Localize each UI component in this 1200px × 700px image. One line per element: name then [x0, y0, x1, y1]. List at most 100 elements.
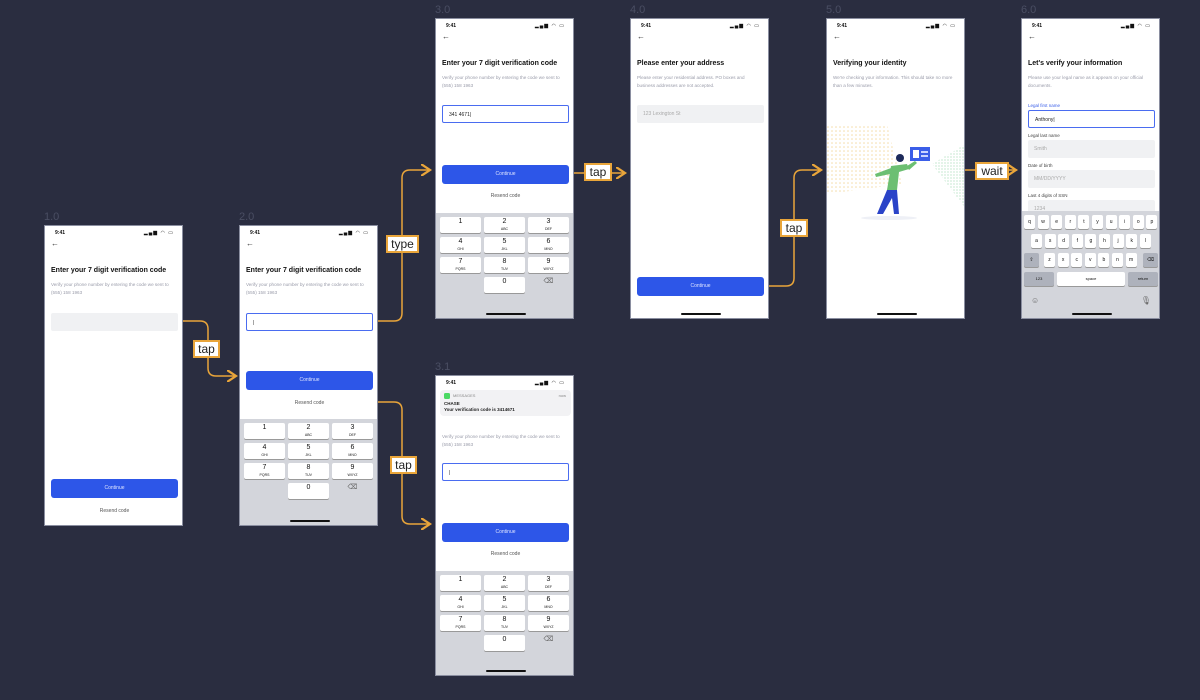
code-input[interactable]: |	[442, 463, 569, 481]
code-input[interactable]	[51, 313, 178, 331]
key-d[interactable]: d	[1058, 234, 1070, 248]
key-a[interactable]: a	[1031, 234, 1042, 248]
key-x[interactable]: x	[1057, 253, 1069, 267]
key-i[interactable]: i	[1119, 215, 1131, 229]
field-label: Legal last name	[1028, 133, 1060, 138]
key-o[interactable]: o	[1132, 215, 1144, 229]
continue-button[interactable]: Continue	[442, 523, 569, 542]
key-c[interactable]: c	[1071, 253, 1083, 267]
continue-button[interactable]: Continue	[637, 277, 764, 296]
shift-key[interactable]: ⇧	[1024, 253, 1039, 267]
form-field[interactable]: MM/DD/YYYY	[1028, 170, 1155, 188]
sms-notification[interactable]: MESSAGES now CHASE Your verification cod…	[440, 390, 571, 416]
key-q[interactable]: q	[1024, 215, 1035, 229]
key-p[interactable]: p	[1146, 215, 1158, 229]
screen-label: 1.0	[44, 211, 60, 223]
delete-key[interactable]: ⌫	[1143, 253, 1158, 267]
numbers-key[interactable]: 123	[1024, 272, 1054, 286]
key-y[interactable]: y	[1092, 215, 1103, 229]
key-t[interactable]: t	[1078, 215, 1090, 229]
screen-label: 3.1	[435, 361, 451, 373]
back-arrow-icon[interactable]: ←	[246, 239, 254, 248]
space-key[interactable]: space	[1057, 272, 1125, 286]
backspace-key[interactable]: ⌫	[543, 278, 554, 285]
key-j[interactable]: j	[1112, 234, 1124, 248]
key-0[interactable]: 0	[288, 483, 329, 499]
screen-label: 5.0	[826, 4, 842, 16]
code-input[interactable]: 341 4671|	[442, 105, 569, 123]
continue-button[interactable]: Continue	[246, 371, 373, 390]
key-1[interactable]: 1	[440, 575, 481, 591]
backspace-key[interactable]: ⌫	[543, 636, 554, 643]
key-u[interactable]: u	[1105, 215, 1117, 229]
key-g[interactable]: g	[1085, 234, 1097, 248]
continue-button[interactable]: Continue	[442, 165, 569, 184]
key-b[interactable]: b	[1098, 253, 1110, 267]
backspace-key[interactable]: ⌫	[347, 484, 358, 491]
emoji-icon[interactable]: ☺	[1031, 296, 1040, 305]
key-l[interactable]: l	[1139, 234, 1151, 248]
address-input[interactable]: 123 Lexington St	[637, 105, 764, 123]
microphone-icon[interactable]: 🎙	[1140, 296, 1151, 305]
key-r[interactable]: r	[1064, 215, 1076, 229]
key-w[interactable]: w	[1037, 215, 1049, 229]
key-k[interactable]: k	[1126, 234, 1138, 248]
resend-code-link[interactable]: Resend code	[490, 193, 521, 199]
resend-code-link[interactable]: Resend code	[294, 400, 325, 406]
status-icons: ▂▄▆ ◠ ▭	[143, 230, 174, 236]
code-input[interactable]: |	[246, 313, 373, 331]
key-0[interactable]: 0	[484, 277, 525, 293]
return-key[interactable]: return	[1128, 272, 1158, 286]
back-arrow-icon[interactable]: ←	[51, 239, 59, 248]
key-f[interactable]: f	[1071, 234, 1083, 248]
home-indicator	[681, 313, 721, 315]
identity-verification-illustration	[827, 124, 964, 220]
form-field[interactable]: Smith	[1028, 140, 1155, 158]
key-1[interactable]: 1	[440, 217, 481, 233]
key-1[interactable]: 1	[244, 423, 285, 439]
action-label-type: type	[386, 235, 419, 253]
resend-code-link[interactable]: Resend code	[490, 551, 521, 557]
key-m[interactable]: m	[1125, 253, 1137, 267]
continue-button[interactable]: Continue	[51, 479, 178, 498]
back-arrow-icon[interactable]: ←	[442, 32, 450, 41]
key-n[interactable]: n	[1112, 253, 1123, 267]
home-indicator	[290, 520, 330, 522]
key-s[interactable]: s	[1044, 234, 1056, 248]
back-arrow-icon[interactable]: ←	[833, 32, 841, 41]
back-arrow-icon[interactable]: ←	[637, 32, 645, 41]
key-v[interactable]: v	[1084, 253, 1096, 267]
resend-code-link[interactable]: Resend code	[99, 508, 130, 514]
back-arrow-icon[interactable]: ←	[1028, 32, 1036, 41]
key-h[interactable]: h	[1099, 234, 1110, 248]
key-e[interactable]: e	[1051, 215, 1063, 229]
key-z[interactable]: z	[1044, 253, 1055, 267]
form-field[interactable]: Anthony|	[1028, 110, 1155, 128]
key-0[interactable]: 0	[484, 635, 525, 651]
